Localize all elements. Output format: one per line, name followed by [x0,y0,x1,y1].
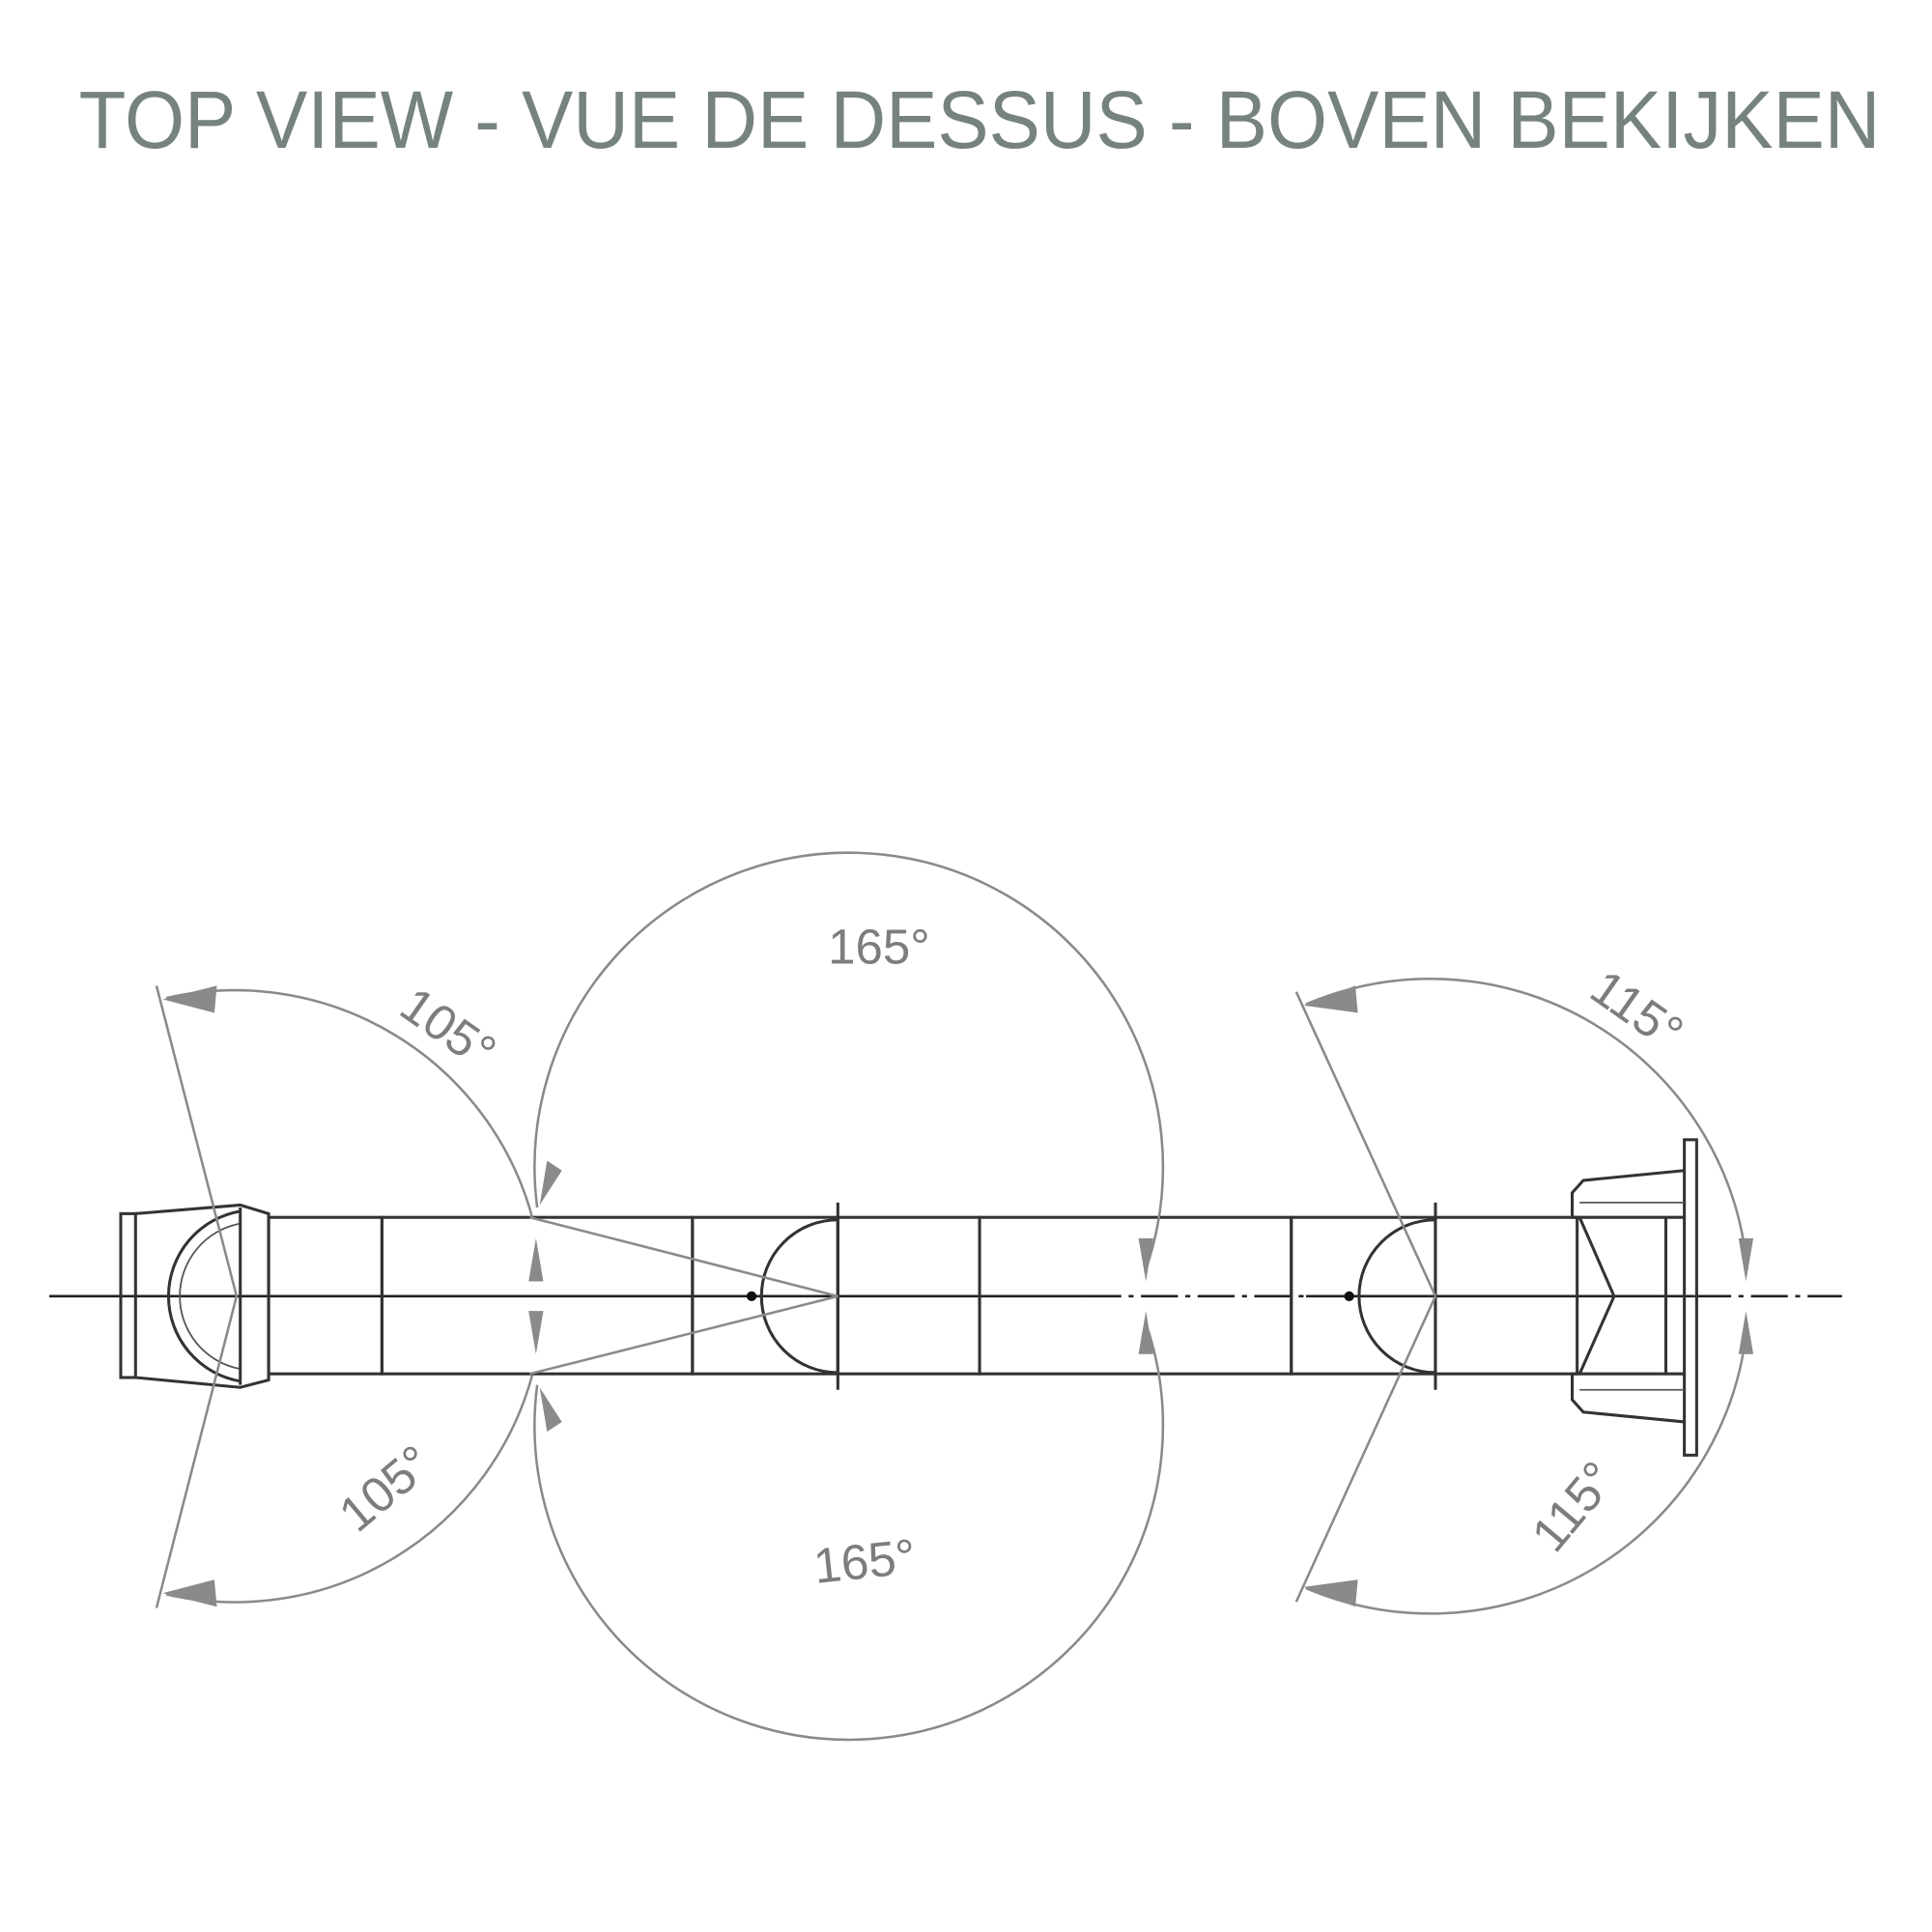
dimension-right [1294,978,1754,1615]
dimension-left [155,985,838,1608]
angle-label-middle-top: 165° [828,919,930,974]
angle-label-left-top: 105° [390,977,505,1080]
angle-label-right-top: 115° [1581,959,1693,1061]
dimension-middle [533,851,1165,1742]
angle-label-middle-bottom: 165° [811,1528,919,1594]
angle-label-right-bottom: 115° [1520,1451,1626,1562]
drawing-title: TOP VIEW - VUE DE DESSUS - BOVEN BEKIJKE… [79,74,1881,165]
wall-bracket [1571,1138,1698,1457]
angle-label-left-bottom: 105° [328,1435,441,1542]
